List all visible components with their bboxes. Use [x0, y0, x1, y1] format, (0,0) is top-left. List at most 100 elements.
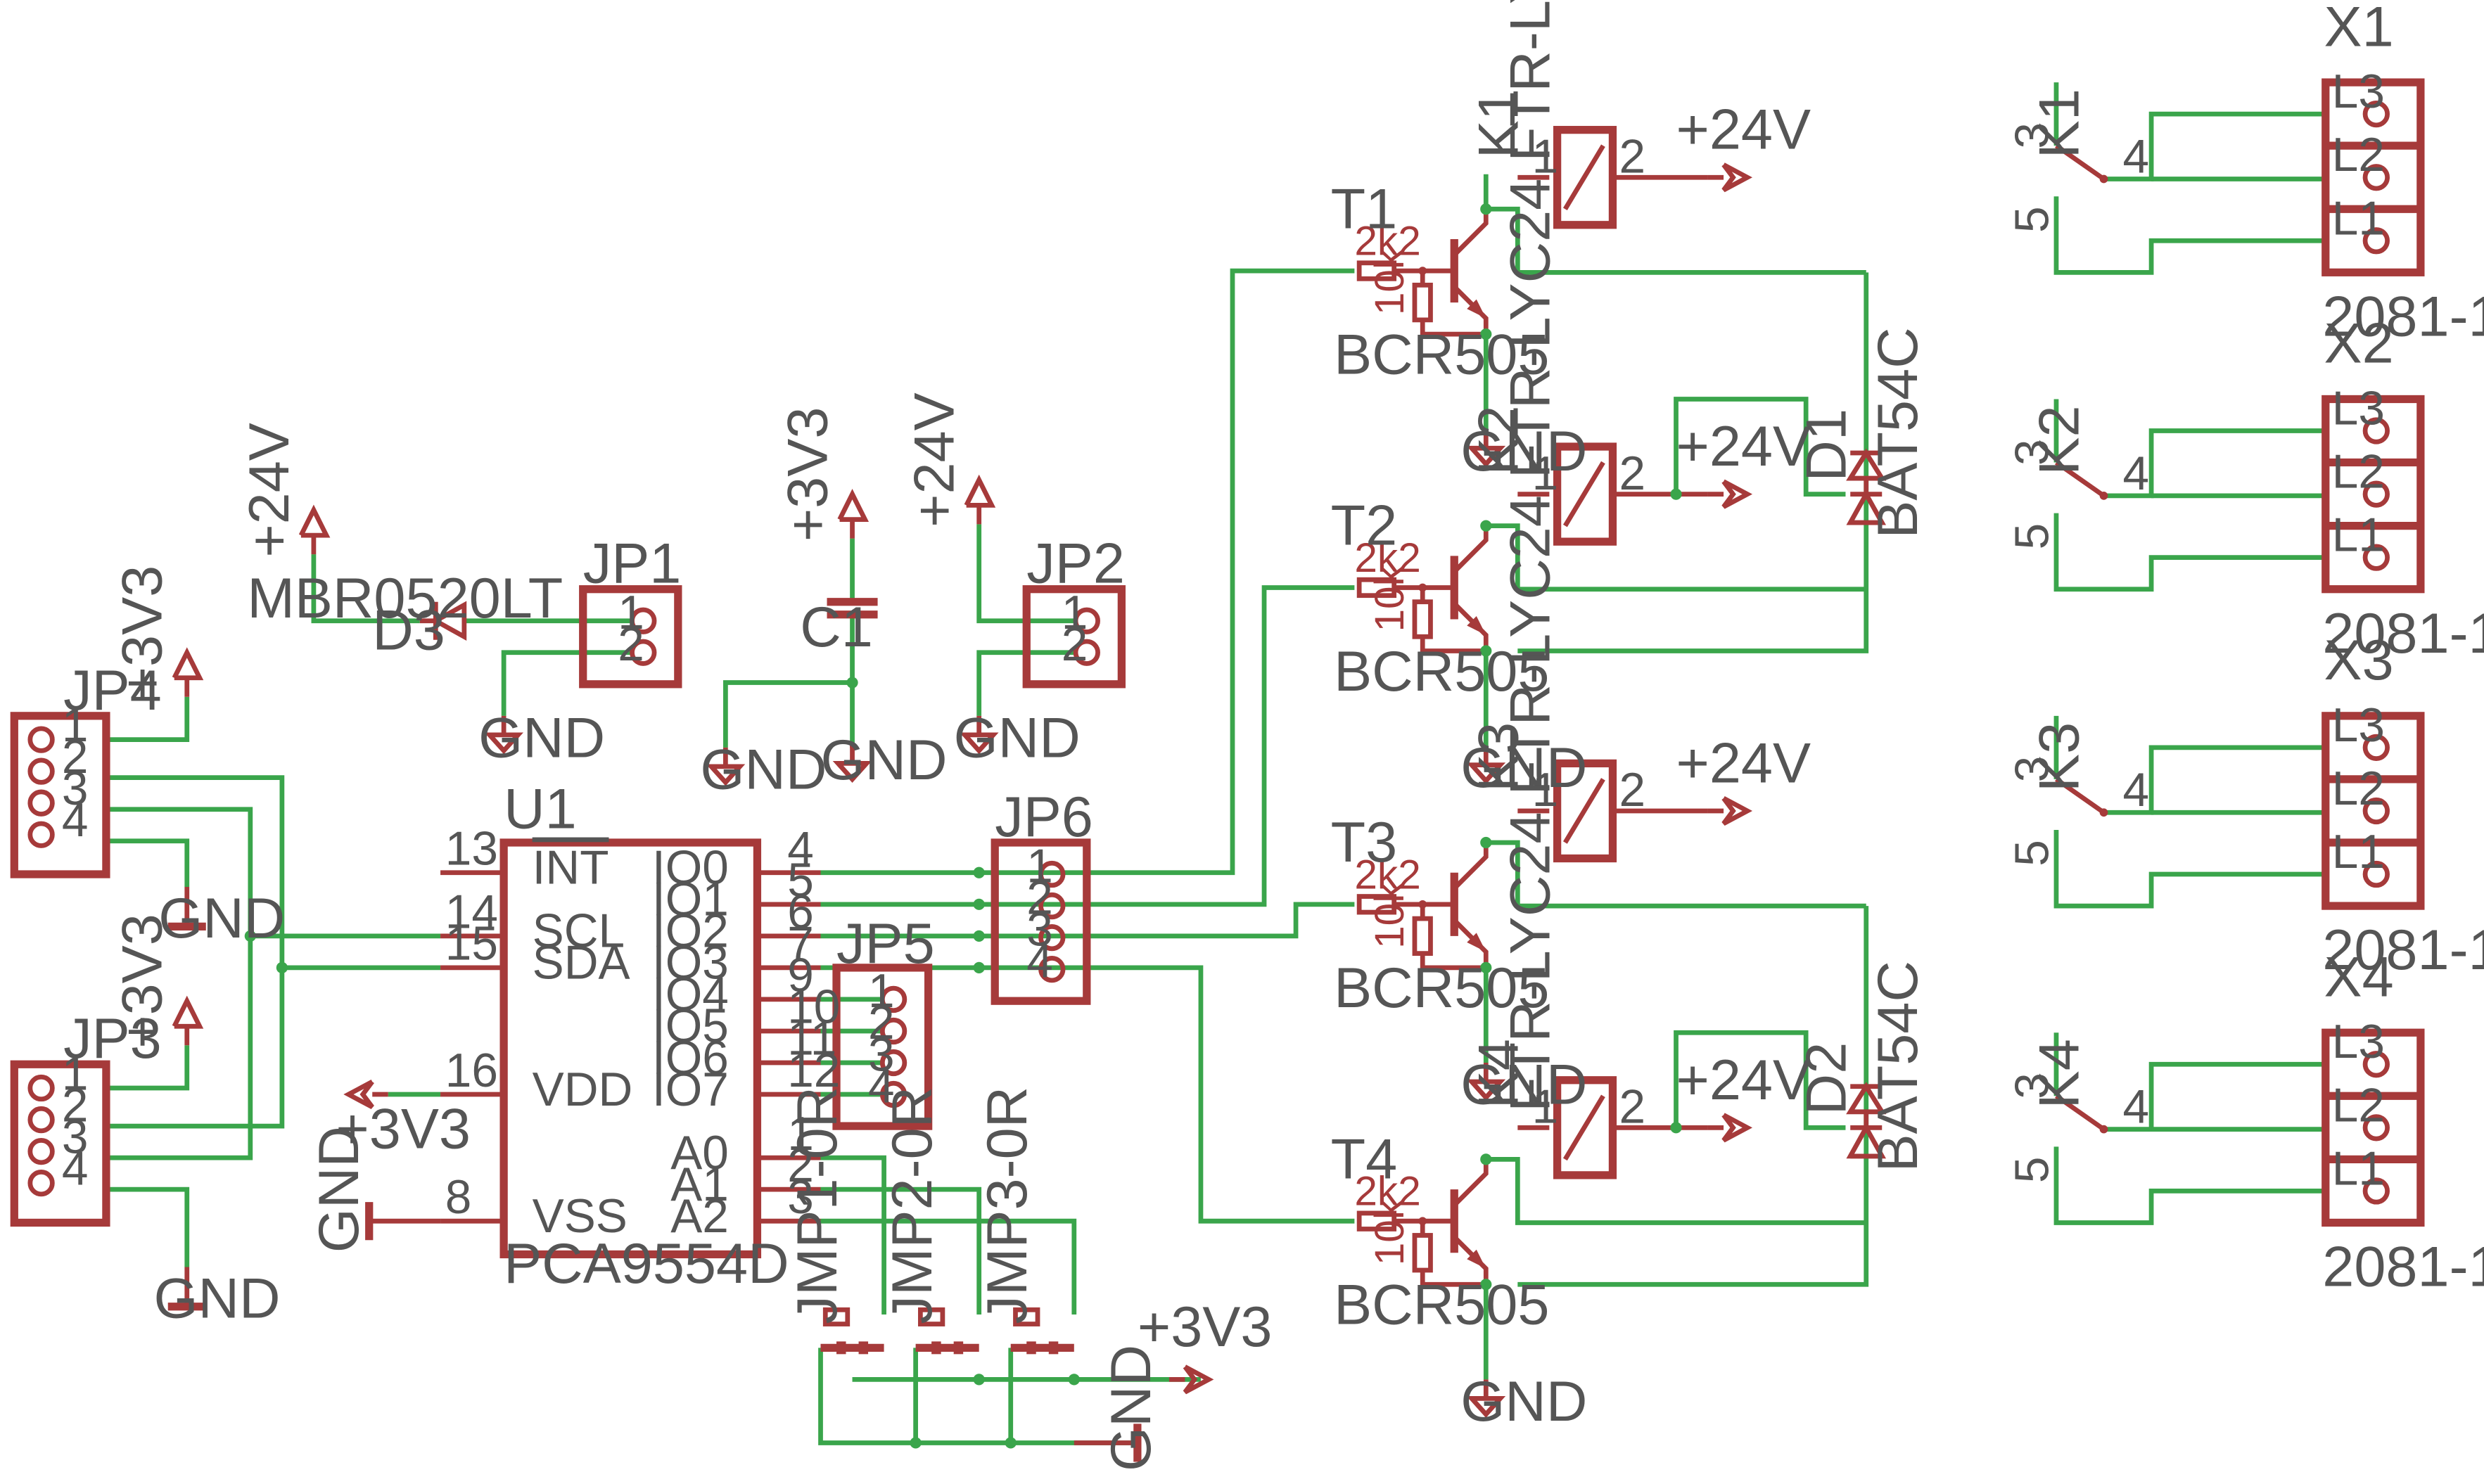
- header-pin: [27, 1170, 55, 1197]
- d3-body: [431, 601, 467, 641]
- relay-pin-number: 5: [2006, 840, 2059, 866]
- header-ref: JP5: [836, 912, 935, 976]
- header-body: [10, 712, 110, 878]
- terminal-ref: X4: [2324, 945, 2394, 1009]
- wire-contact-4: [2103, 1061, 2326, 1132]
- wire-contact-4: [2103, 428, 2326, 499]
- jumper-ref: JMP2-0R: [881, 1087, 944, 1324]
- jumper-ref: JMP3-0R: [976, 1087, 1039, 1324]
- wire-t1-control: [1042, 268, 1355, 876]
- u1-pin-name: IO7: [652, 1063, 729, 1116]
- header-pin: [1038, 923, 1066, 952]
- wire-jp2-24v: [976, 524, 1074, 624]
- u1-pin-number: 4: [787, 823, 814, 876]
- bias-resistor-value: 10k: [1367, 248, 1413, 315]
- supply-arrow-symbol: [172, 647, 204, 681]
- u1-ref: U1: [504, 778, 577, 841]
- header-pin: [27, 1137, 55, 1165]
- u1-pin-name: IO6: [652, 1032, 729, 1085]
- supply-arrow-symbol: [343, 1080, 374, 1110]
- junction-dot: [1670, 1122, 1682, 1134]
- wire-a2: [820, 1218, 1077, 1315]
- terminal-pin-label: L3: [2332, 383, 2385, 435]
- bias-lead: [1420, 953, 1486, 971]
- junction-dot: [1005, 1437, 1017, 1449]
- relay-switch-pivot: [2099, 174, 2108, 184]
- wire-contact-5: [2053, 513, 2326, 592]
- wire-sda-bus: [103, 775, 285, 1129]
- header-pin: [27, 821, 55, 848]
- ground-symbol: [959, 732, 999, 755]
- relay-contact-ref: K1: [2027, 89, 2091, 158]
- supply-label: +3V3: [336, 1098, 471, 1161]
- junction-dot: [910, 1437, 922, 1449]
- junction-dot: [1480, 328, 1492, 340]
- ground-label: GND: [478, 706, 605, 769]
- junction-dot: [973, 1374, 985, 1386]
- terminal-pin-label: L1: [2332, 509, 2385, 562]
- header-pin: [1073, 607, 1100, 634]
- terminal-pin-label: L2: [2332, 129, 2385, 181]
- wire-jp4-gnd: [103, 838, 190, 888]
- base-resistor-value: 2k2: [1354, 535, 1420, 581]
- transistor-value: BCR505: [1334, 1274, 1549, 1337]
- ground-label: GND: [1460, 1370, 1587, 1433]
- terminal-body: [2321, 395, 2425, 594]
- supply-arrow-symbol: [1721, 162, 1753, 193]
- header-pin-number: 2: [1062, 618, 1088, 671]
- terminal-pin-label: L2: [2332, 762, 2385, 815]
- terminal-pin-label: L1: [2332, 1142, 2385, 1195]
- diode-value: BAT54C: [1866, 961, 1930, 1172]
- relay-pin-number: 2: [1619, 1081, 1645, 1134]
- bias-lead: [1420, 1269, 1486, 1287]
- header-pin-number: 3: [868, 1028, 895, 1081]
- relay-coil-slash: [1562, 144, 1605, 210]
- u1-pin-number: 8: [445, 1171, 472, 1224]
- wire-a1: [820, 1186, 982, 1315]
- ground-symbol: [832, 761, 872, 783]
- junction-dot: [1480, 1279, 1492, 1291]
- relay-pin-number: 5: [2006, 523, 2059, 550]
- header-pin-number: 4: [1026, 935, 1053, 987]
- d3-value: MBR0520LT: [247, 567, 563, 630]
- terminal-screw: [2362, 100, 2390, 128]
- relay-switch-pivot: [2099, 808, 2108, 817]
- terminal-pin-label: L3: [2332, 699, 2385, 752]
- wire-jp1-gnd: [501, 650, 631, 716]
- junction-dot: [1480, 1153, 1492, 1165]
- relay-pin-number: 4: [2123, 130, 2150, 183]
- header-pin-number: 1: [1026, 840, 1053, 893]
- header-body: [1022, 585, 1126, 689]
- relay-switch-pivot: [2099, 491, 2108, 500]
- u1-pin-name: IO3: [652, 937, 729, 990]
- terminal-body: [2321, 712, 2425, 910]
- relay-ref: K4: [1467, 1039, 1530, 1108]
- relay-coil-slash: [1562, 1094, 1605, 1161]
- relay-pin-number: 3: [2006, 122, 2059, 149]
- relay-pin-number: 4: [2123, 1081, 2150, 1134]
- u1-pin-number: 5: [787, 855, 814, 907]
- ground-label: GND: [1460, 736, 1587, 800]
- junction-dot: [244, 930, 256, 942]
- supply-arrow-symbol: [1721, 795, 1753, 826]
- relay-value: FTR-LYC24: [1498, 179, 1562, 478]
- wire-contact-4: [2103, 745, 2326, 815]
- terminal-value: 2081-1123: [2322, 1236, 2484, 1299]
- header-pin-number: 1: [1062, 587, 1088, 639]
- relay-pin-number: 3: [2006, 439, 2059, 466]
- terminal-pin-label: L3: [2332, 65, 2385, 118]
- header-pin-number: 4: [62, 1142, 89, 1195]
- supply-arrow-symbol: [298, 504, 331, 538]
- header-pin-number: 2: [618, 618, 644, 671]
- terminal-ref: X3: [2324, 629, 2394, 692]
- u1-pin-name: VSS: [533, 1190, 628, 1243]
- junction-dot: [973, 898, 985, 910]
- supply-arrow-symbol: [172, 995, 204, 1029]
- relay-pin-number: 2: [1619, 764, 1645, 817]
- ground-label: GND: [700, 738, 827, 801]
- terminal-screw: [2362, 1114, 2390, 1141]
- u1-pin-number: 16: [445, 1044, 498, 1097]
- relay-pin-number: 2: [1619, 447, 1645, 500]
- transistor-collector: [1452, 207, 1489, 257]
- jumper-pad: [931, 1341, 941, 1355]
